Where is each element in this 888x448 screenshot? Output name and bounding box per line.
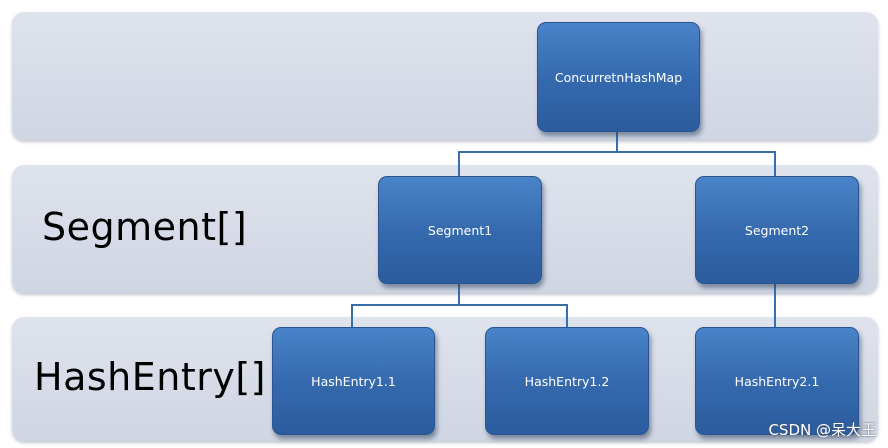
node-concurrenthashmap-label: ConcurretnHashMap (554, 69, 683, 85)
edge-root-segment2 (617, 151, 776, 176)
node-segment1: Segment1 (378, 176, 542, 284)
csdn-watermark: CSDN @呆大王 (768, 421, 876, 439)
node-hashentry1-2: HashEntry1.2 (485, 327, 649, 435)
edge-segment1-hashentry1-1 (351, 282, 460, 327)
node-hashentry2-1-label: HashEntry2.1 (734, 373, 820, 389)
edge-root-segment1 (458, 131, 618, 176)
node-segment2-label: Segment2 (744, 222, 810, 238)
node-concurrenthashmap: ConcurretnHashMap (537, 22, 700, 132)
edge-segment1-hashentry1-2 (459, 304, 568, 327)
segment-level-label: Segment[] (42, 205, 248, 249)
level-band-root (12, 12, 878, 140)
hashentry-level-label: HashEntry[] (34, 355, 266, 399)
node-segment1-label: Segment1 (427, 222, 493, 238)
node-hashentry2-1: HashEntry2.1 (695, 327, 859, 435)
node-hashentry1-1: HashEntry1.1 (272, 327, 435, 435)
node-hashentry1-1-label: HashEntry1.1 (311, 373, 396, 389)
node-segment2: Segment2 (695, 176, 859, 284)
node-hashentry1-2-label: HashEntry1.2 (524, 373, 610, 389)
